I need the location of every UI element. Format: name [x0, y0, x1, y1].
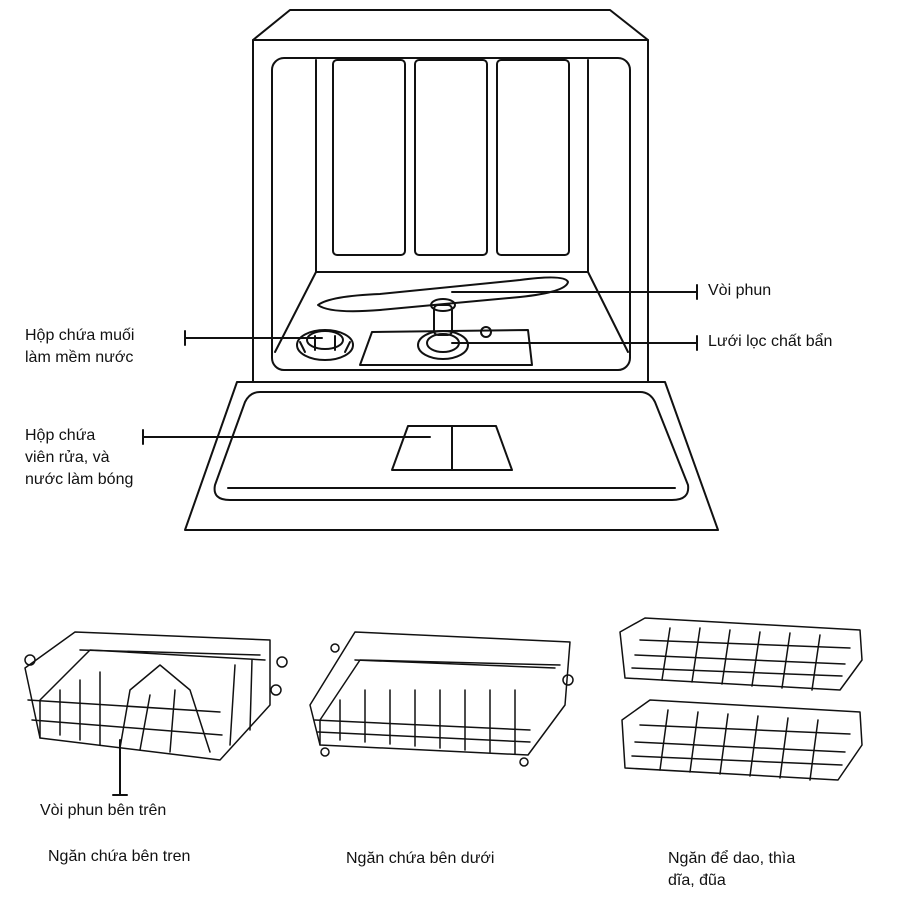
filter-stem: [433, 304, 453, 336]
salt-cap-top: [306, 330, 344, 350]
label-detergent-dispenser: Hộp chứa viên rửa, và nước làm bóng: [25, 427, 134, 488]
leader-dispenser: [142, 429, 431, 445]
filter-plate: [359, 329, 533, 366]
label-lower-basket: Ngăn chứa bên dưới: [346, 850, 495, 867]
door-outline: [184, 381, 719, 531]
salt-cap-body: [296, 329, 354, 361]
label-cutlery-tray: Ngăn để dao, thìa dĩa, đũa: [668, 850, 796, 889]
filter-knob: [480, 326, 492, 338]
lower-basket-art: [309, 631, 574, 767]
tub-floor-right: [587, 271, 629, 353]
label-upper-spray-arm: Vòi phun bên trên: [40, 802, 167, 819]
back-panel-left: [332, 59, 406, 256]
upper-basket-art: [24, 631, 288, 761]
door-inner: [213, 391, 690, 501]
leader-spray-arm: [451, 284, 698, 300]
filter-ring-outer: [417, 330, 469, 360]
leader-filter: [451, 335, 698, 351]
salt-cap-ribs: [299, 335, 351, 353]
label-upper-basket: Ngăn chứa bên tren: [48, 848, 191, 865]
dispenser-box: [391, 425, 513, 471]
label-spray-arm: Vòi phun: [708, 282, 772, 299]
spray-arm-shape: [317, 276, 569, 313]
leader-salt: [184, 330, 323, 346]
back-panel-middle: [414, 59, 488, 256]
label-filter: Lưới lọc chất bẩn: [708, 333, 833, 350]
tub-back-line: [315, 59, 589, 273]
leader-upper-spray: [112, 739, 128, 796]
cutlery-tray-bottom-art: [621, 699, 863, 781]
back-panel-right: [496, 59, 570, 256]
filter-cap: [430, 298, 456, 312]
tub-floor-left: [274, 271, 317, 353]
label-salt-container: Hộp chứa muối làm mềm nước: [25, 327, 135, 366]
cutlery-tray-top-art: [619, 617, 863, 691]
inner-tub: [271, 57, 631, 371]
